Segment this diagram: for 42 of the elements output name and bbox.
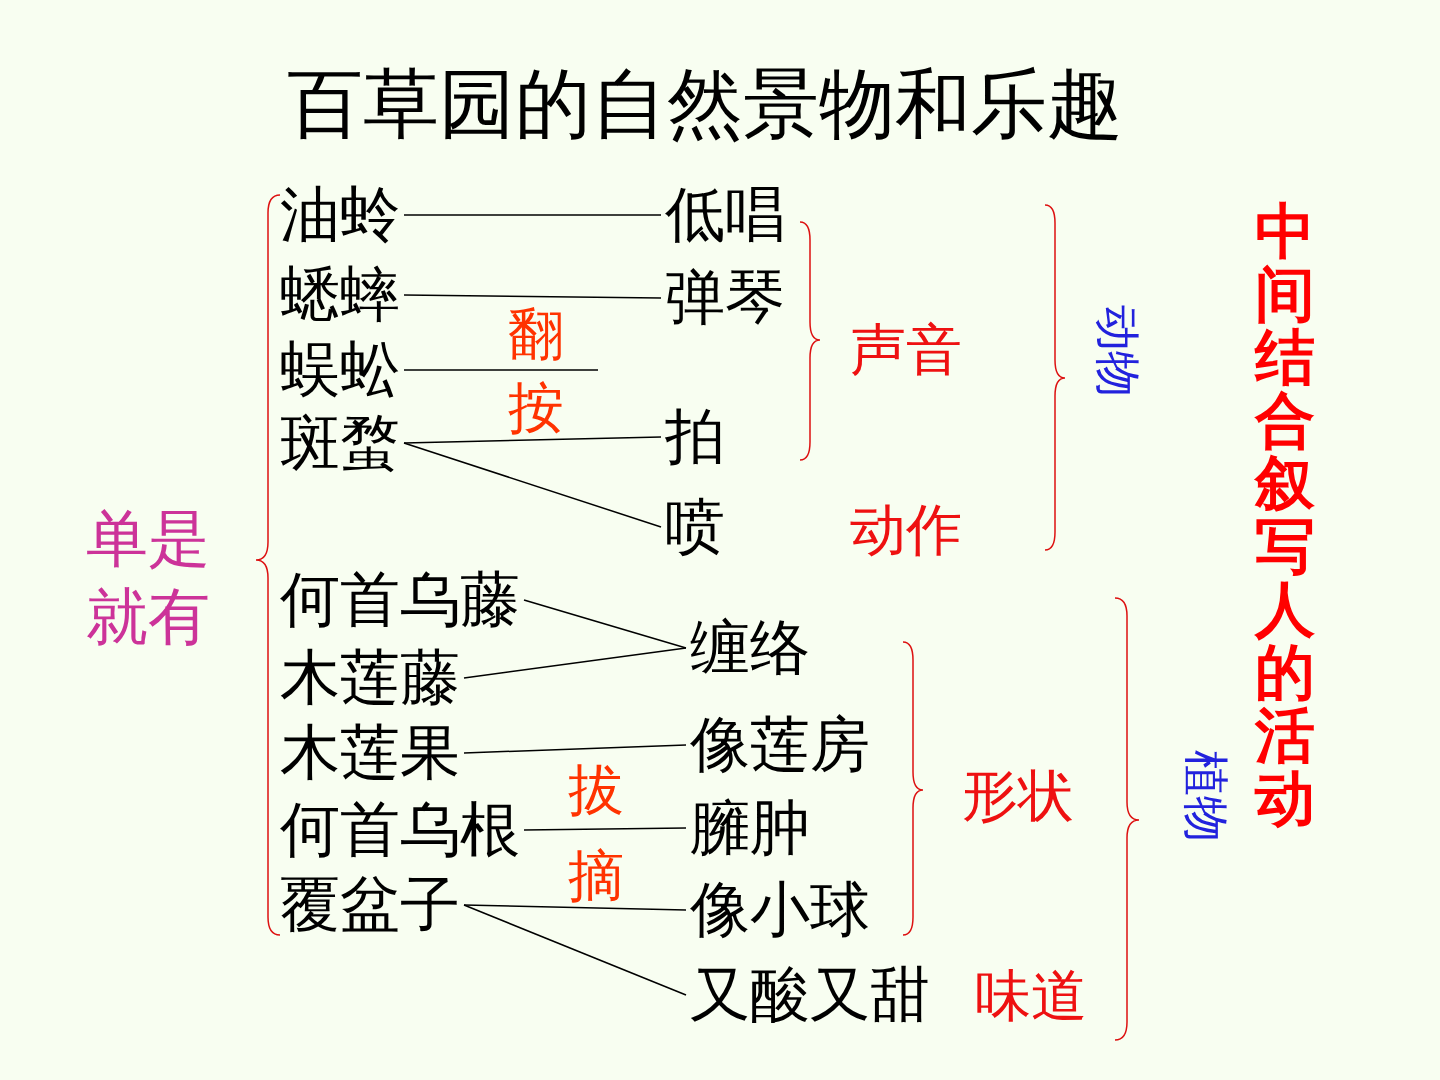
connector-line <box>463 904 687 996</box>
connector-line <box>463 744 687 754</box>
annotation-text: 味道 <box>975 968 1087 1024</box>
title: 百草园的自然景物和乐趣 <box>286 66 1124 142</box>
annotation-text: 形状 <box>962 768 1074 824</box>
connector-line <box>463 904 687 911</box>
connector-line <box>523 827 687 831</box>
term-text: 何首乌藤 <box>280 570 520 630</box>
term-text: 喷 <box>665 497 725 557</box>
term-text: 像小球 <box>690 880 870 940</box>
annotation-text: 按 <box>508 380 564 436</box>
term-text: 斑蝥 <box>280 413 400 473</box>
connector-line <box>403 214 662 216</box>
annotation-text: 中间结合叙写人的活动 <box>1255 200 1315 830</box>
connector-line <box>403 442 662 528</box>
term-text: 木莲藤 <box>280 648 460 708</box>
annotation-text: 拔 <box>568 762 624 818</box>
term-text: 臃肿 <box>690 798 810 858</box>
connector-line <box>403 436 662 444</box>
annotation-text: 翻 <box>508 306 564 362</box>
term-text: 又酸又甜 <box>690 965 930 1025</box>
term-text: 低唱 <box>665 185 785 245</box>
connector-line <box>403 294 662 299</box>
term-text: 何首乌根 <box>280 800 520 860</box>
term-text: 蜈蚣 <box>280 340 400 400</box>
term-text: 弹琴 <box>665 268 785 328</box>
connector-line <box>403 369 599 371</box>
connector-line <box>463 647 687 679</box>
term-text: 油蛉 <box>280 185 400 245</box>
annotation-text: 植物 <box>1183 750 1229 842</box>
term-text: 像莲房 <box>690 715 870 775</box>
term-text: 覆盆子 <box>280 875 460 935</box>
annotation-text: 摘 <box>568 848 624 904</box>
term-text: 蟋蟀 <box>280 265 400 325</box>
annotation-text: 动作 <box>850 502 962 558</box>
annotation-text: 动物 <box>1095 305 1141 397</box>
term-text: 木莲果 <box>280 723 460 783</box>
term-text: 缠络 <box>690 618 810 678</box>
annotation-text: 单是就有 <box>86 501 211 655</box>
term-text: 拍 <box>665 407 725 467</box>
annotation-text: 声音 <box>850 322 962 378</box>
connector-line <box>523 599 687 649</box>
